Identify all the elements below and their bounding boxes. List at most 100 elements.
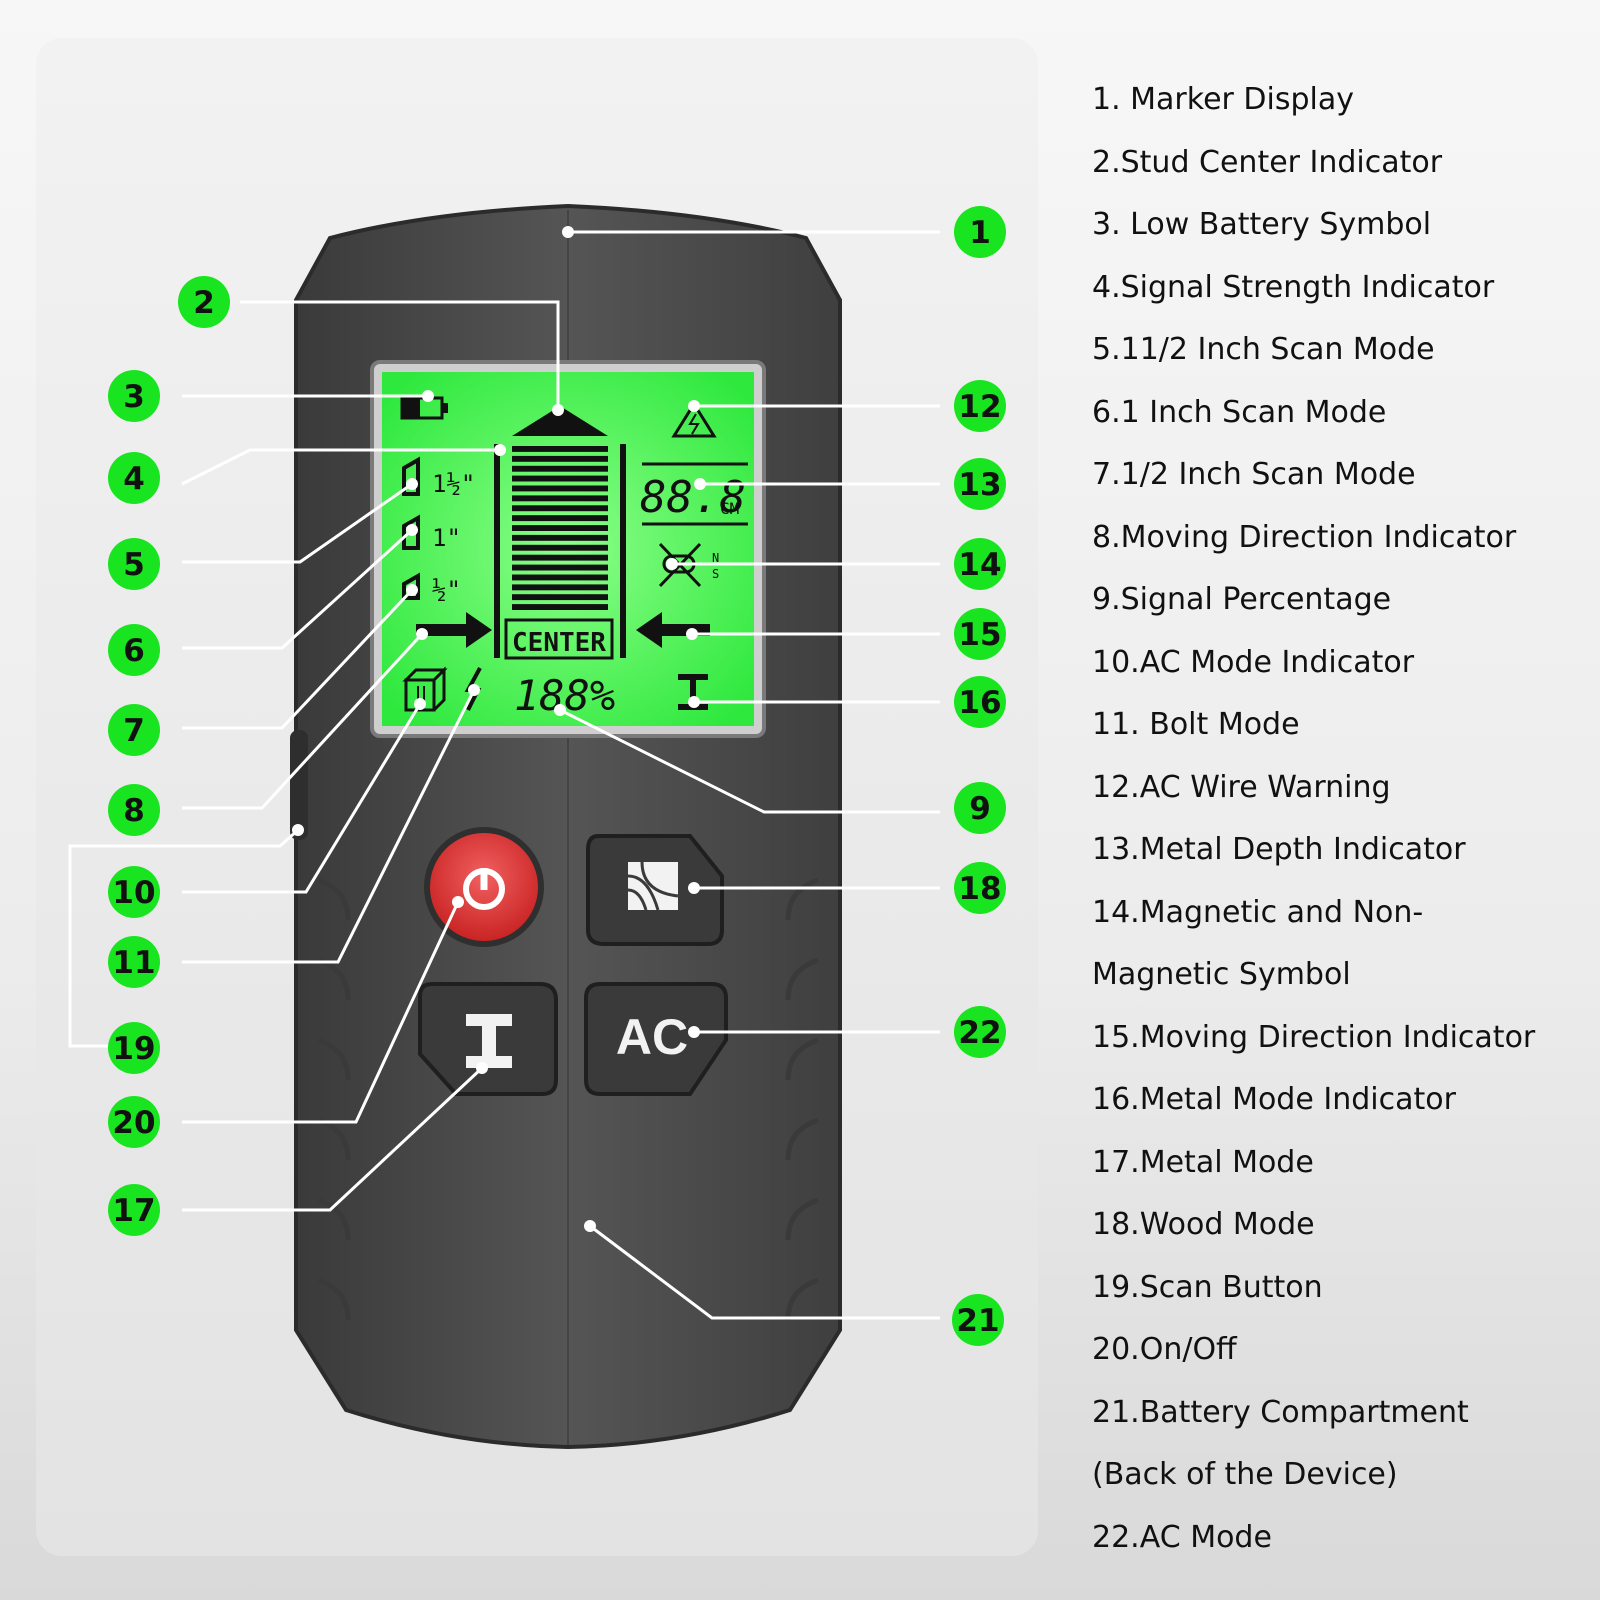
- magnet-s-label: S: [712, 567, 719, 581]
- badge-14: 14: [954, 538, 1006, 590]
- legend-item-6: 6.1 Inch Scan Mode: [1092, 394, 1387, 430]
- svg-text:4: 4: [123, 461, 145, 497]
- legend-list: 1. Marker Display 2.Stud Center Indicato…: [1092, 78, 1582, 1578]
- badge-8: 8: [108, 784, 160, 836]
- legend-item-13: 13.Metal Depth Indicator: [1092, 832, 1466, 867]
- signal-bar: [512, 534, 608, 541]
- right-arrow-icon: [416, 612, 492, 648]
- svg-text:13: 13: [958, 467, 1001, 503]
- i-beam-icon: [466, 1014, 512, 1068]
- legend-item-19: 19.Scan Button: [1092, 1269, 1323, 1305]
- signal-bar: [512, 564, 608, 571]
- signal-bar: [512, 475, 608, 482]
- badge-2: 2: [178, 276, 230, 328]
- leader-lines: [68, 230, 940, 1320]
- badge-18: 18: [954, 862, 1006, 914]
- signal-bars: [512, 446, 608, 610]
- legend-item-15: 15.Moving Direction Indicator: [1092, 1019, 1536, 1055]
- svg-text:8: 8: [123, 793, 145, 829]
- badge-6: 6: [108, 624, 160, 676]
- wood-mode-button[interactable]: [586, 834, 724, 946]
- badge-19: 19: [108, 1022, 160, 1074]
- wood-grain-icon: [627, 861, 679, 911]
- ac-mode-button[interactable]: AC: [584, 982, 728, 1096]
- svg-text:17: 17: [112, 1193, 155, 1229]
- signal-bar: [512, 594, 608, 601]
- callout-badges: 1 2 3 4 5 6 7 8 9 10 11 12 13 14 15 16 1…: [108, 206, 1006, 1346]
- legend-item-1: 1. Marker Display: [1092, 82, 1354, 117]
- badge-5: 5: [108, 538, 160, 590]
- legend-item-21a: 21.Battery Compartment: [1092, 1394, 1469, 1430]
- stud-finder-device: 1½" 1" ½" CENTER 88.8: [290, 203, 842, 1450]
- signal-bar: [512, 544, 608, 551]
- legend-item-20: 20.On/Off: [1092, 1332, 1237, 1367]
- legend-item-21b: (Back of the Device): [1092, 1457, 1398, 1492]
- svg-text:14: 14: [958, 547, 1001, 583]
- svg-text:20: 20: [112, 1105, 155, 1141]
- svg-text:22: 22: [958, 1015, 1001, 1051]
- signal-bar: [512, 554, 608, 561]
- svg-text:11: 11: [112, 945, 155, 981]
- svg-text:10: 10: [112, 875, 155, 911]
- svg-text:15: 15: [958, 617, 1001, 653]
- ac-button-label: AC: [616, 1009, 688, 1065]
- legend-item-14b: Magnetic Symbol: [1092, 957, 1351, 992]
- legend-item-11: 11. Bolt Mode: [1092, 707, 1300, 742]
- badge-4: 4: [108, 452, 160, 504]
- scan-button[interactable]: [290, 730, 308, 840]
- svg-text:3: 3: [123, 379, 145, 415]
- metal-mode-button[interactable]: [418, 982, 558, 1096]
- badge-3: 3: [108, 370, 160, 422]
- signal-bar: [512, 574, 608, 581]
- signal-bar: [512, 604, 608, 610]
- metal-depth-unit: CM: [720, 499, 739, 518]
- signal-bar: [512, 515, 608, 522]
- legend-item-17: 17.Metal Mode: [1092, 1144, 1314, 1180]
- signal-bar: [512, 446, 608, 452]
- scan-mode-1-5-icon: 1½": [402, 456, 475, 498]
- svg-text:12: 12: [958, 389, 1001, 425]
- signal-bar: [512, 455, 608, 462]
- badge-16: 16: [954, 676, 1006, 728]
- stud-center-arrow: [512, 406, 608, 436]
- badge-22: 22: [954, 1006, 1006, 1058]
- leader-dots: [292, 226, 706, 1232]
- signal-strength-frame: [494, 444, 500, 658]
- legend-item-22: 22.AC Mode: [1092, 1519, 1272, 1555]
- svg-text:21: 21: [956, 1303, 999, 1339]
- badge-21: 21: [952, 1294, 1004, 1346]
- signal-bar: [512, 465, 608, 472]
- badge-1: 1: [954, 206, 1006, 258]
- legend-item-7: 7.1/2 Inch Scan Mode: [1092, 457, 1416, 492]
- scan-mode-0-5-label: ½": [432, 576, 461, 604]
- badge-15: 15: [954, 608, 1006, 660]
- svg-text:19: 19: [112, 1031, 155, 1067]
- scan-mode-1-label: 1": [432, 524, 461, 552]
- badge-7: 7: [108, 704, 160, 756]
- scan-mode-0-5-icon: ½": [402, 572, 461, 604]
- signal-bar: [512, 584, 608, 591]
- svg-text:2: 2: [193, 285, 215, 321]
- badge-12: 12: [954, 380, 1006, 432]
- magnet-n-label: N: [712, 551, 719, 565]
- signal-bar: [512, 505, 608, 512]
- scan-mode-1-5-label: 1½": [432, 470, 475, 498]
- svg-text:7: 7: [123, 713, 145, 749]
- signal-bar: [512, 495, 608, 502]
- badge-20: 20: [108, 1096, 160, 1148]
- badge-11: 11: [108, 936, 160, 988]
- badge-17: 17: [108, 1184, 160, 1236]
- metal-depth-value: 88.8: [640, 472, 746, 523]
- signal-bar: [512, 525, 608, 531]
- power-button[interactable]: [424, 827, 544, 947]
- badge-10: 10: [108, 866, 160, 918]
- side-grips: [317, 877, 819, 1321]
- legend-item-14a: 14.Magnetic and Non-: [1092, 894, 1424, 930]
- svg-text:5: 5: [123, 547, 145, 583]
- legend-item-2: 2.Stud Center Indicator: [1092, 144, 1443, 180]
- legend-item-12: 12.AC Wire Warning: [1092, 769, 1391, 805]
- ac-wire-warning-icon: [671, 401, 717, 438]
- legend-item-10: 10.AC Mode Indicator: [1092, 644, 1415, 680]
- badge-13: 13: [954, 458, 1006, 510]
